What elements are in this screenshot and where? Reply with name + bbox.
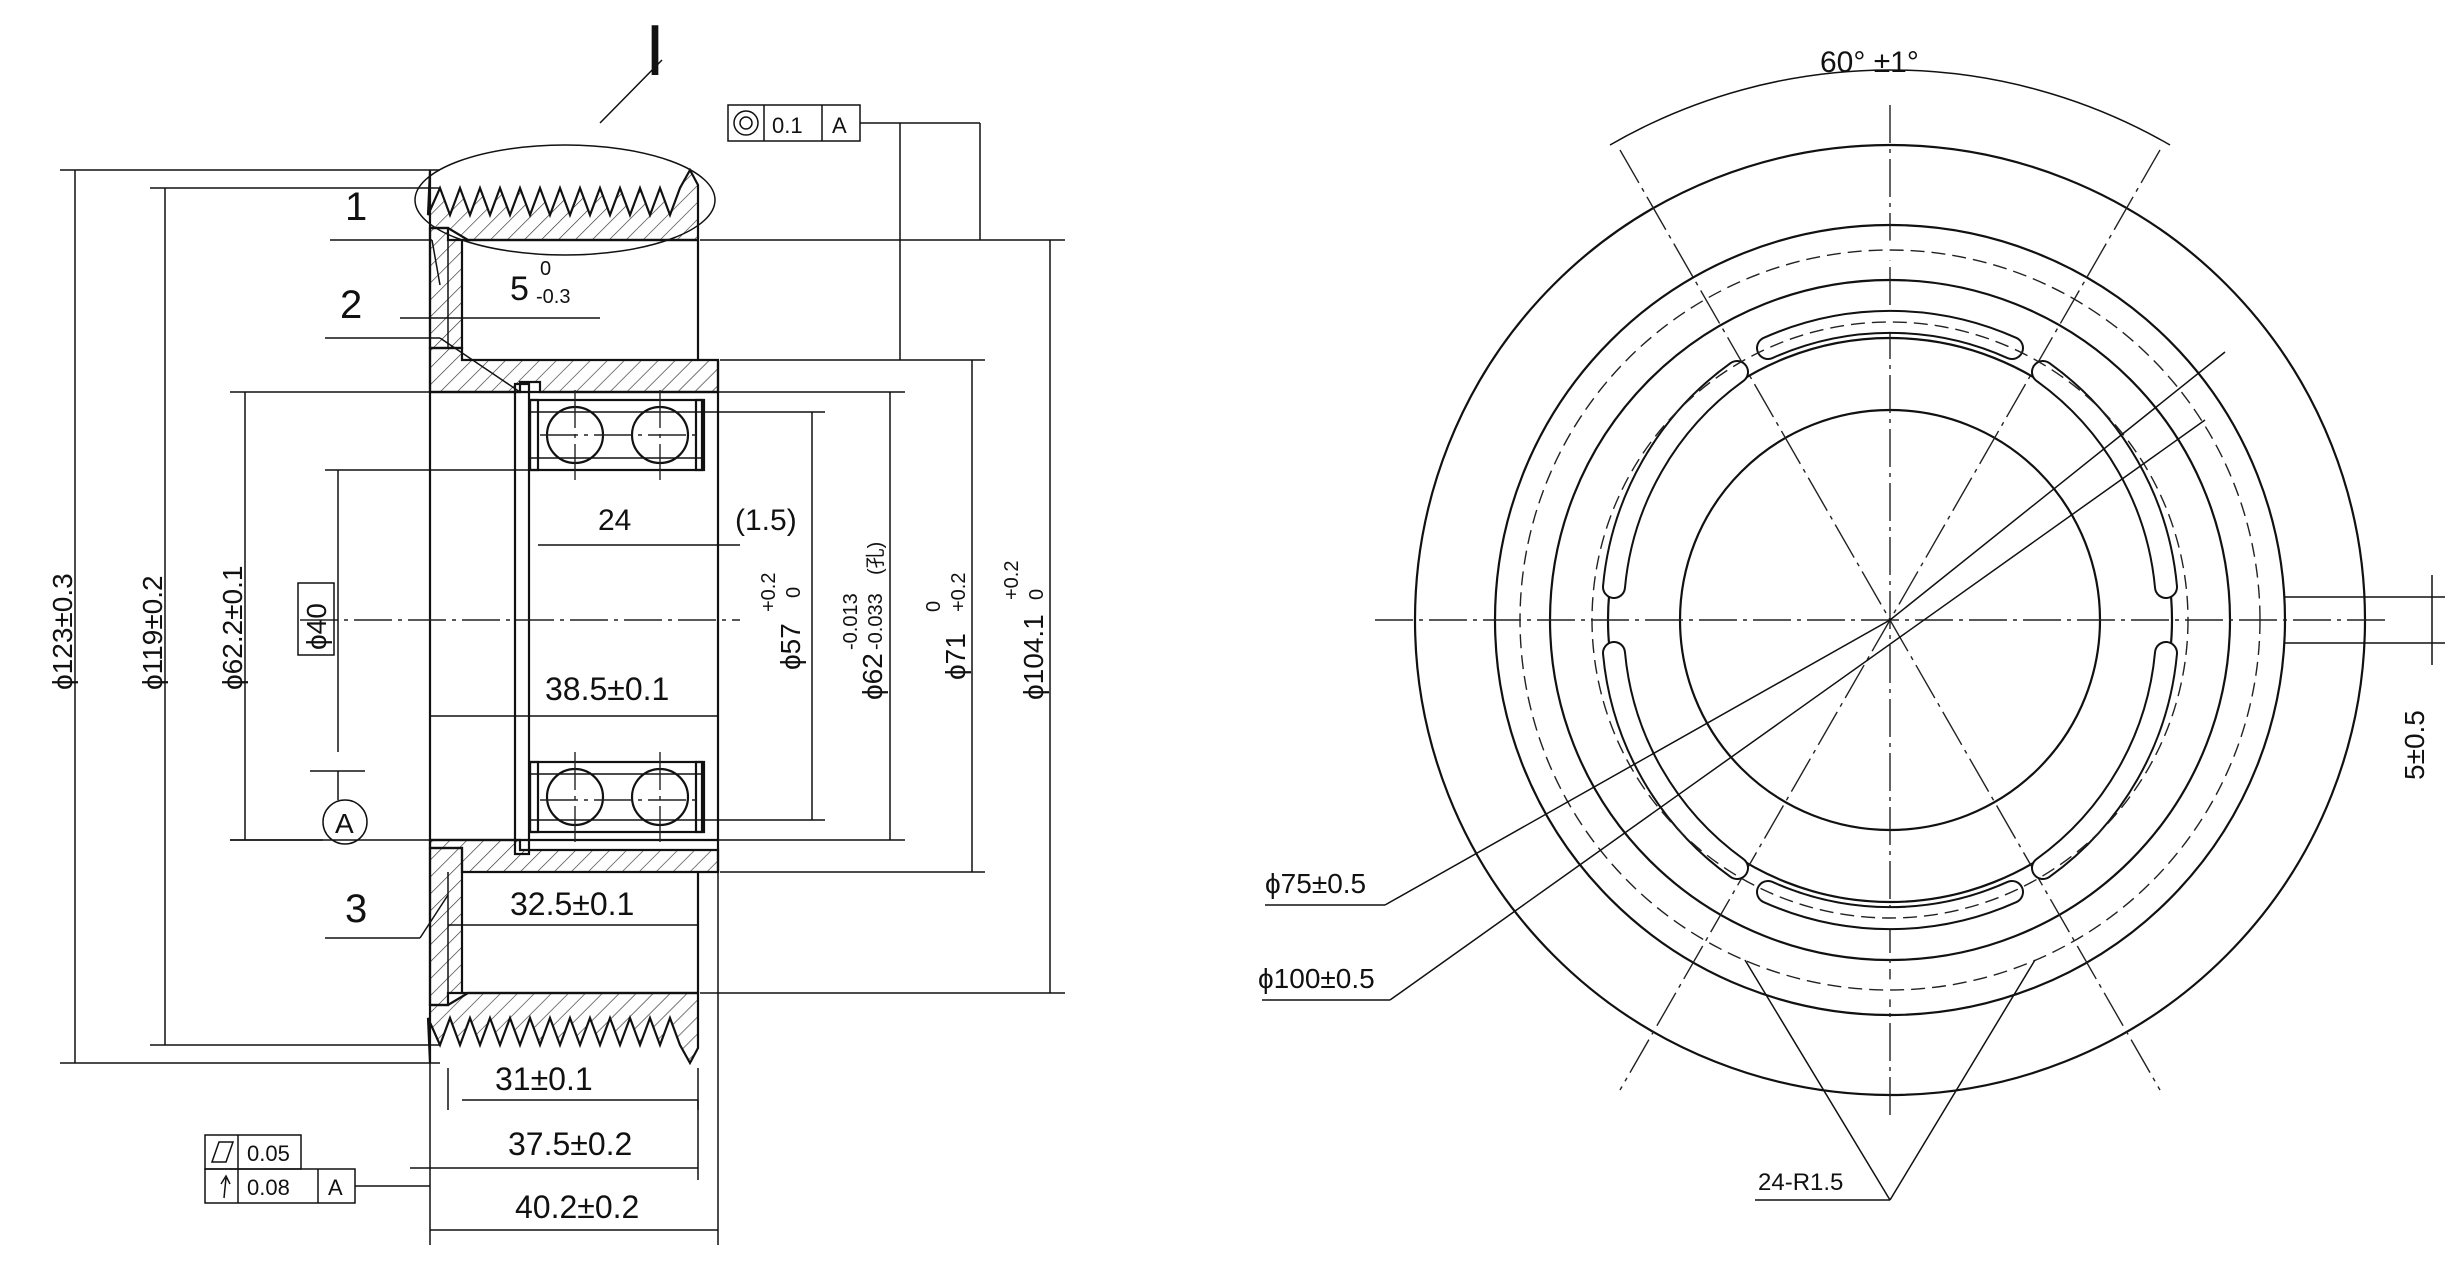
- dim-d104-1: ϕ104.1: [1018, 614, 1049, 700]
- dim-d62-tol-up: -0.013: [840, 593, 862, 650]
- fcf-runout-tolerance: 0.08: [247, 1175, 290, 1200]
- front-view: 60° ±1° ϕ75±0.5 ϕ100±0.5 5±0.5 24-R1.5: [1258, 46, 2445, 1201]
- dim-d57-tol-up: +0.2: [758, 573, 780, 612]
- dim-d71: ϕ71: [940, 633, 971, 680]
- fcf-top-tolerance: 0.1: [772, 113, 803, 138]
- fcf-flatness-tolerance: 0.05: [247, 1141, 290, 1166]
- dim-d57: ϕ57: [775, 623, 806, 670]
- dim-d40: ϕ40: [301, 603, 332, 650]
- angle-dim: 60° ±1°: [1820, 46, 1919, 79]
- concentricity-icon: [733, 110, 759, 136]
- detail-circle: [414, 144, 716, 256]
- dim-d104-1-tol-lo: 0: [1026, 589, 1048, 600]
- fcf-top-datum: A: [832, 113, 847, 138]
- dim-w38-5: 38.5±0.1: [545, 671, 669, 707]
- dim-w37-5: 37.5±0.2: [508, 1126, 632, 1162]
- right-diameter-dimensions: [700, 239, 1065, 994]
- dim-w31: 31±0.1: [495, 1061, 593, 1097]
- dim-d57-tol-lo: 0: [783, 587, 805, 598]
- part-label-3: 3: [345, 887, 367, 931]
- dim-w40-2: 40.2±0.2: [515, 1189, 639, 1225]
- hub-top: [428, 346, 720, 394]
- dim-slot-radius: 24-R1.5: [1758, 1169, 1843, 1196]
- dim-w1-5: (1.5): [735, 504, 797, 537]
- detail-mark: I: [645, 11, 665, 91]
- dim-d100: ϕ100±0.5: [1258, 963, 1375, 994]
- dim-d71-tol-lo: +0.2: [948, 573, 970, 612]
- pulley-rim-top: [426, 167, 700, 242]
- dim-w5: 5: [510, 270, 529, 308]
- part-label-1: 1: [345, 185, 367, 229]
- dim-d62-tol-lo: -0.033: [865, 593, 887, 650]
- runout-icon: [220, 1174, 231, 1199]
- dim-d62: ϕ62: [857, 653, 888, 700]
- hub-bottom: [428, 838, 720, 874]
- dim-d75: ϕ75±0.5: [1265, 868, 1366, 899]
- dim-w5-tol-lo: -0.3: [536, 286, 570, 308]
- datum-a-bubble: [322, 799, 368, 845]
- pulley-web-bottom: [428, 846, 464, 1007]
- pulley-rim-bottom: [426, 991, 700, 1066]
- basic-box-d40: [297, 582, 335, 656]
- bearing-bottom: [528, 760, 704, 834]
- flatness-icon: [210, 1141, 235, 1163]
- part-label-2: 2: [340, 283, 362, 327]
- diameter-dimensions: [60, 169, 530, 1064]
- dim-slot-width: 5±0.5: [2399, 710, 2430, 780]
- section-view: I ϕ123±0.3 ϕ119±0.2 ϕ62.2±0.1 ϕ40 A: [47, 11, 1065, 1245]
- fcf-runout-datum: A: [328, 1175, 343, 1200]
- dim-d104-1-tol-up: +0.2: [1001, 561, 1023, 600]
- dim-d123: ϕ123±0.3: [47, 573, 78, 690]
- datum-a-label: A: [335, 808, 354, 839]
- angle-arc: [1609, 69, 2171, 146]
- dim-w24: 24: [598, 504, 631, 537]
- dim-d62-note: (孔): [864, 542, 887, 575]
- dim-d71-tol-up: 0: [923, 601, 945, 612]
- pulley-web-top: [428, 226, 464, 350]
- dim-d62-2: ϕ62.2±0.1: [217, 566, 248, 690]
- dim-w5-tol-up: 0: [540, 258, 551, 280]
- dim-d119: ϕ119±0.2: [137, 575, 168, 690]
- dim-w32-5: 32.5±0.1: [510, 886, 634, 922]
